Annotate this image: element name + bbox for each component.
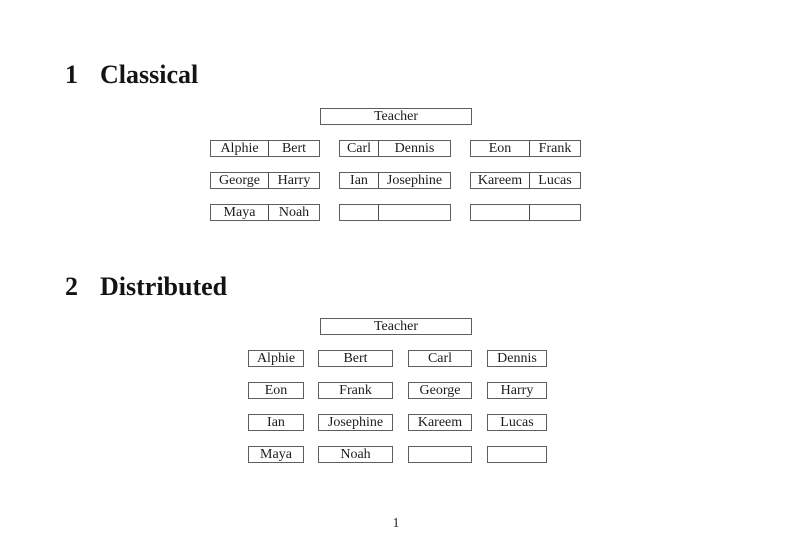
seat-label: Noah <box>278 205 310 220</box>
seat-dennis: Dennis <box>487 350 547 367</box>
seat-label: Harry <box>277 173 311 188</box>
seat-ian: Ian <box>248 414 304 431</box>
seat-bert: Bert <box>318 350 393 367</box>
teacher-desk-distributed: Teacher <box>320 318 472 335</box>
desk-alphie-bert: Alphie Bert <box>210 140 320 157</box>
seat-label: Frank <box>538 141 572 156</box>
seat-label-empty <box>340 205 379 220</box>
seat-label: Alphie <box>211 141 269 156</box>
section-number: 1 <box>65 60 78 89</box>
seat-label-empty <box>379 205 450 220</box>
seat-lucas: Lucas <box>487 414 547 431</box>
teacher-label: Teacher <box>373 319 419 334</box>
desk-empty <box>470 204 581 221</box>
seat-label-empty <box>530 205 580 220</box>
seat-maya: Maya <box>248 446 304 463</box>
seat-label: Ian <box>340 173 379 188</box>
seat-carl: Carl <box>408 350 472 367</box>
page-number: 1 <box>392 516 400 531</box>
seat-label: Eon <box>471 141 530 156</box>
seat-josephine: Josephine <box>318 414 393 431</box>
seat-harry: Harry <box>487 382 547 399</box>
seat-label: Kareem <box>471 173 530 188</box>
seat-eon: Eon <box>248 382 304 399</box>
seat-label: Lucas <box>538 173 572 188</box>
desk-maya-noah: Maya Noah <box>210 204 320 221</box>
seat-george: George <box>408 382 472 399</box>
section-title: Classical <box>100 60 199 89</box>
section-heading-distributed: 2 Distributed <box>65 274 227 300</box>
seat-frank: Frank <box>318 382 393 399</box>
section-title: Distributed <box>100 272 228 301</box>
seat-alphie: Alphie <box>248 350 304 367</box>
seat-label: George <box>211 173 269 188</box>
desk-carl-dennis: Carl Dennis <box>339 140 451 157</box>
seat-empty <box>408 446 472 463</box>
teacher-desk-classical: Teacher <box>320 108 472 125</box>
teacher-label: Teacher <box>373 109 419 124</box>
section-heading-classical: 1 Classical <box>65 62 198 88</box>
desk-kareem-lucas: Kareem Lucas <box>470 172 581 189</box>
seat-label: Dennis <box>394 141 435 156</box>
seat-label: Bert <box>281 141 307 156</box>
seat-kareem: Kareem <box>408 414 472 431</box>
desk-ian-josephine: Ian Josephine <box>339 172 451 189</box>
desk-george-harry: George Harry <box>210 172 320 189</box>
seat-label-empty <box>471 205 530 220</box>
desk-empty <box>339 204 451 221</box>
seat-label: Josephine <box>386 173 443 188</box>
seat-empty <box>487 446 547 463</box>
seat-label: Maya <box>211 205 269 220</box>
seat-noah: Noah <box>318 446 393 463</box>
desk-eon-frank: Eon Frank <box>470 140 581 157</box>
seat-label: Carl <box>340 141 379 156</box>
section-number: 2 <box>65 272 78 301</box>
